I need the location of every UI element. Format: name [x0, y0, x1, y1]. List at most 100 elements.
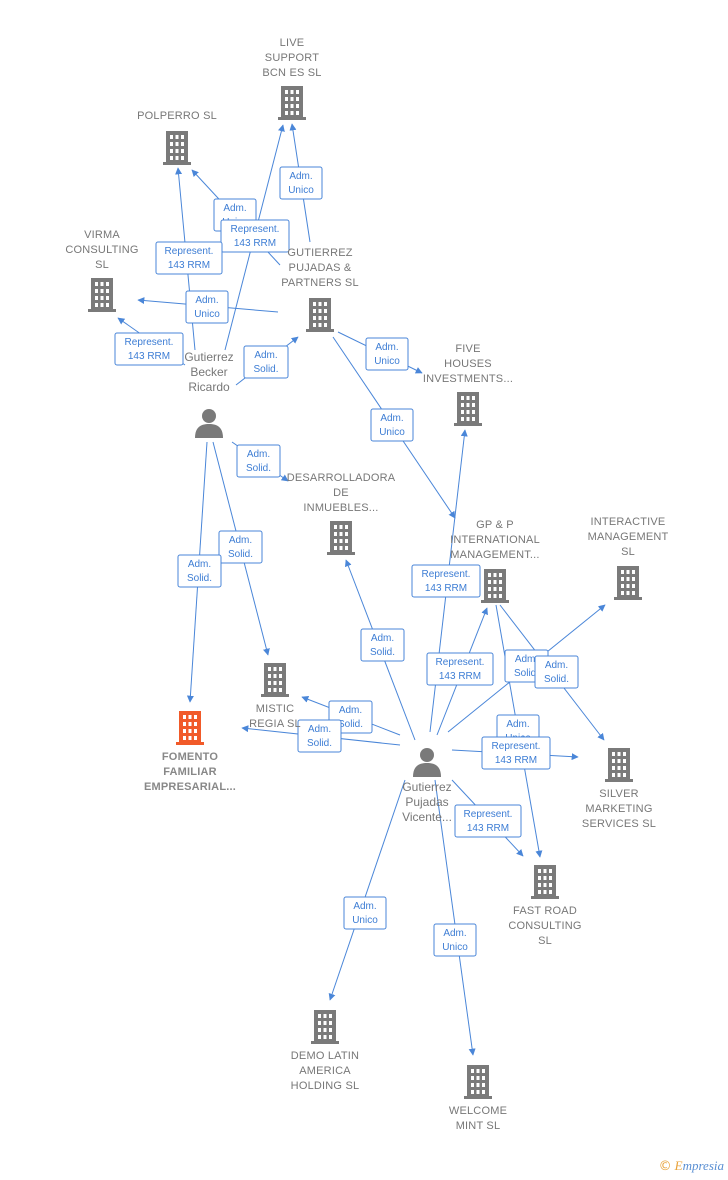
edge-label-box: [426, 652, 494, 686]
node-label: PUJADAS &: [289, 262, 352, 274]
node-label: GUTIERREZ: [287, 247, 352, 259]
edge-label-text: Adm.: [188, 559, 211, 570]
edge-label-text: 143 RRM: [234, 238, 276, 249]
node-label: INVESTMENTS...: [423, 373, 513, 385]
edge-label-box: [185, 290, 229, 324]
edge-label-box: [481, 736, 551, 770]
node-label: SL: [621, 546, 635, 558]
footer-brand[interactable]: ©Empresia: [659, 1158, 724, 1174]
edge-label-text: Unico: [379, 427, 405, 438]
person-icon: [195, 409, 223, 438]
node-label: Becker: [190, 365, 227, 379]
edge-label-text: 143 RRM: [467, 823, 509, 834]
edge-label-e13: Represent. 143 RRM: [411, 564, 481, 598]
edge-label-e15: Represent.143 RRM: [426, 652, 494, 686]
node-label: SL: [538, 935, 552, 947]
node-label: SL: [95, 259, 109, 271]
edge-label-text: Adm.: [545, 660, 568, 671]
edge-label-box: [114, 332, 184, 366]
edge-pujadas-welcome: [434, 779, 476, 1056]
building-icon: [464, 1065, 492, 1099]
node-label: EMPRESARIAL...: [144, 781, 236, 793]
node-label: CONSULTING: [508, 920, 581, 932]
edge-label-text: Represent.: [492, 741, 541, 752]
edge-label-text: Adm.: [195, 295, 218, 306]
edge-label-text: Adm.: [515, 654, 538, 665]
edge-label-text: 143 RRM: [128, 351, 170, 362]
edge-label-text: Adm.: [443, 928, 466, 939]
building-icon: [306, 298, 334, 332]
edge-label-e9: Adm.Unico: [370, 408, 414, 442]
edge-label-text: Unico: [194, 309, 220, 320]
edge-label-text: Represent.: [165, 246, 214, 257]
edge-label-e22: Represent. 143 RRM: [454, 804, 522, 838]
edge-label-text: Unico: [352, 915, 378, 926]
edge-label-e19: Adm.Solid.: [297, 719, 342, 753]
edge-label-e8: Adm.Unico: [365, 337, 409, 371]
edge-label-e14: Adm.Solid.: [360, 628, 405, 662]
edge-label-text: Adm.: [229, 535, 252, 546]
node-label: DE: [333, 487, 349, 499]
node-gp-p[interactable]: GP & PINTERNATIONALMANAGEMENT...: [450, 519, 540, 603]
edge-label-text: Unico: [374, 356, 400, 367]
node-polperro[interactable]: POLPERRO SL: [137, 110, 217, 165]
edge-label-e10: Adm.Solid.: [236, 444, 281, 478]
edge-label-box: [360, 628, 405, 662]
edge-label-text: Adm.: [308, 724, 331, 735]
edge-label-text: Represent.: [464, 809, 513, 820]
node-label: MINT SL: [456, 1120, 501, 1132]
building-icon: [278, 86, 306, 120]
edge-label-box: [454, 804, 522, 838]
node-label: DESARROLLADORA: [287, 472, 396, 484]
edge-label-e4: Represent.143 RRM: [155, 241, 223, 275]
edge-label-e12: Adm.Solid.: [177, 554, 222, 588]
edge-label-box: [236, 444, 281, 478]
node-label: INMUEBLES...: [303, 502, 378, 514]
node-label: FIVE: [455, 343, 480, 355]
node-label: Gutierrez: [402, 780, 451, 794]
node-gutierrez-pujadas[interactable]: GutierrezPujadasVicente...: [402, 748, 452, 824]
node-fomento[interactable]: FOMENTOFAMILIAREMPRESARIAL...: [144, 711, 236, 793]
edge-label-text: 143 RRM: [495, 755, 537, 766]
edge-label-text: Adm.: [223, 203, 246, 214]
edge-label-box: [365, 337, 409, 371]
node-label: GP & P: [476, 519, 514, 531]
edge-label-text: Unico: [288, 185, 314, 196]
edge-label-text: Represent.: [436, 657, 485, 668]
copyright-icon: ©: [658, 1159, 672, 1174]
edge-label-text: Solid.: [544, 674, 569, 685]
node-label: INTERACTIVE: [591, 516, 666, 528]
edge-label-text: 143 RRM: [425, 583, 467, 594]
node-label: SUPPORT: [265, 52, 319, 64]
building-icon: [481, 569, 509, 603]
node-label: REGIA SL: [249, 718, 301, 730]
node-desarrolladora[interactable]: DESARROLLADORA DE INMUEBLES...: [287, 472, 396, 555]
building-icon: [531, 865, 559, 899]
node-label: INTERNATIONAL: [450, 534, 540, 546]
node-label: BCN ES SL: [262, 67, 321, 79]
node-five-houses[interactable]: FIVEHOUSESINVESTMENTS...: [423, 343, 513, 426]
edge-label-text: Represent.: [422, 569, 471, 580]
edge-label-text: Solid.: [253, 364, 278, 375]
edge-label-box: [243, 345, 289, 379]
edge-label-text: Solid.: [514, 668, 539, 679]
edge-label-e1: Adm.Unico: [279, 166, 323, 200]
building-icon: [88, 278, 116, 312]
edge-pujadas-demo-latin: [328, 779, 406, 1001]
node-label: SILVER: [599, 788, 639, 800]
edge-label-text: Adm.: [506, 719, 529, 730]
building-icon: [261, 663, 289, 697]
building-icon: [454, 392, 482, 426]
edge-label-e21: Represent. 143 RRM: [481, 736, 551, 770]
